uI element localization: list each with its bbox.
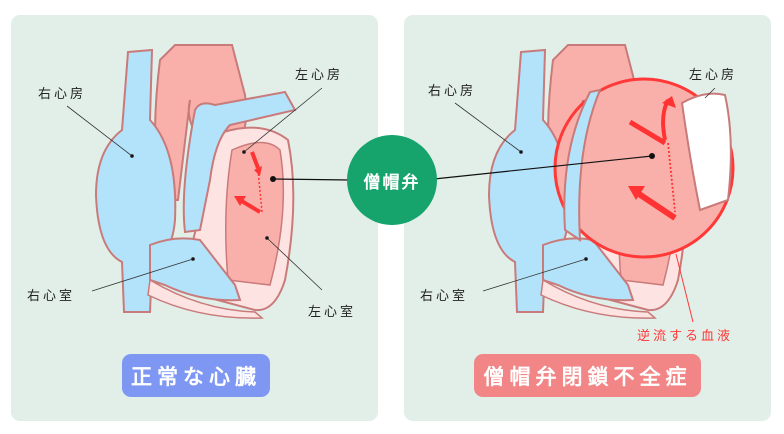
mitral-valve-label: 僧帽弁 [347,135,437,225]
outflow-arrow [238,198,262,214]
inflow-arrow [250,151,260,169]
leader-lines [66,87,716,292]
backflow-arrow-head [628,186,645,200]
inflow-arrow [628,119,667,146]
backflow-leader [675,253,694,323]
mitral-regurgitation-title: 僧帽弁閉鎖不全症 [474,354,701,397]
normal-heart-illustration [95,44,296,320]
valve-pointer-left [272,178,351,181]
regurgitation-arrow-head [662,96,676,108]
label-left-atrium: 左心房 [689,68,738,83]
valve-pointer-dot [649,153,655,159]
dotted-guide [257,169,263,213]
valve-pointer-dot [270,176,276,182]
outflow-arrow-head [234,196,246,206]
label-right-atrium: 右心房 [428,84,477,99]
normal-heart-title: 正常な心臓 [122,354,270,397]
magnified-septum [563,88,602,242]
magnified-atrium-wall [680,92,732,212]
label-right-ventricle: 右心室 [420,289,469,304]
label-backflow-blood: 逆流する血液 [637,329,734,344]
label-left-ventricle: 左心室 [308,305,357,320]
label-left-atrium: 左心房 [295,68,344,83]
valve-pointer-right [433,155,653,180]
dotted-guide [667,142,676,213]
label-right-atrium: 右心房 [38,87,87,102]
label-right-ventricle: 右心室 [27,289,76,304]
backflow-arrow [634,189,677,221]
